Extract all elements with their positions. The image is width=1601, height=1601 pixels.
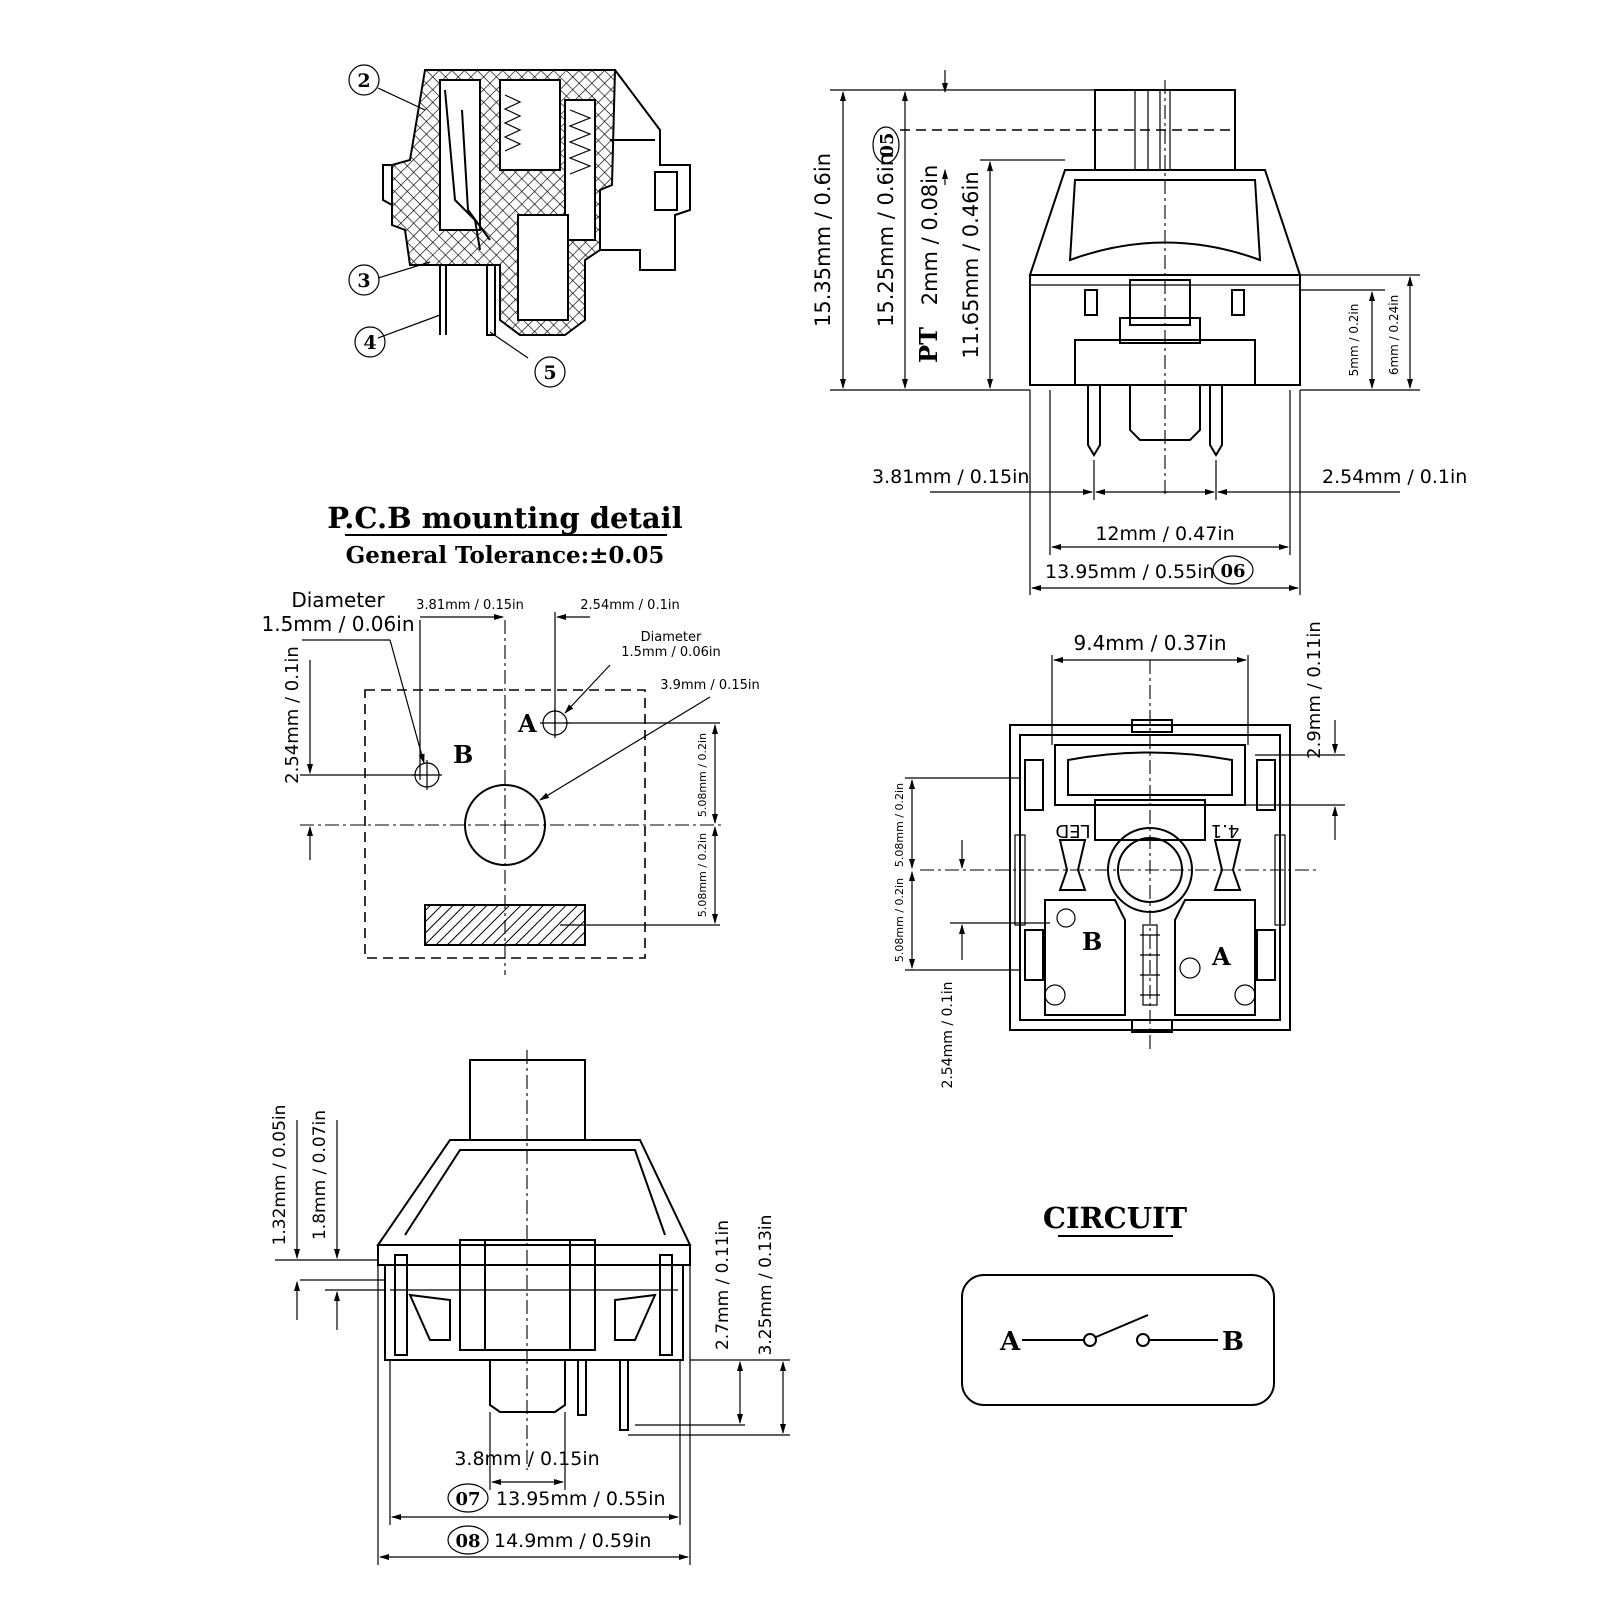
bottom-dim-2-54: 2.54mm / 0.1in	[940, 981, 956, 1088]
callout-05: 05	[872, 126, 900, 164]
svg-text:2: 2	[357, 70, 370, 92]
front-dim-2-7: 2.7mm / 0.11in	[713, 1220, 733, 1350]
dim-pt-prefix: PT	[914, 327, 943, 363]
callout-3: 3	[348, 264, 380, 296]
callout-4: 4	[354, 326, 386, 358]
svg-text:3: 3	[357, 270, 370, 292]
callout-5: 5	[534, 356, 566, 388]
svg-text:4: 4	[363, 332, 376, 354]
circuit-diagram: CIRCUIT A B	[961, 1201, 1275, 1406]
bottom-dim-9-4: 9.4mm / 0.37in	[1074, 631, 1227, 655]
dim-5mm: 5mm / 0.2in	[1347, 304, 1361, 377]
bottom-pin-b: B	[1082, 927, 1102, 956]
callout-06: 06	[1212, 555, 1254, 585]
pcb-dim-3-9: 3.9mm / 0.15in	[660, 678, 759, 693]
front-dim-13-95: 13.95mm / 0.55in	[496, 1488, 666, 1510]
svg-text:A: A	[517, 709, 537, 738]
pcb-title: P.C.B mounting detail	[327, 501, 682, 535]
callout-08: 08	[447, 1525, 489, 1555]
circuit-terminal-b: B	[1222, 1327, 1244, 1357]
bottom-dim-2-9: 2.9mm / 0.11in	[1304, 621, 1325, 759]
cross-section-view: 2 3 4 5	[348, 64, 691, 388]
pcb-diameter-label-2: Diameter	[641, 630, 702, 645]
bottom-mark-led: LED	[1055, 820, 1090, 841]
pcb-diameter-value-1: 1.5mm / 0.06in	[262, 612, 415, 636]
front-dim-14-9: 14.9mm / 0.59in	[494, 1530, 651, 1552]
pcb-led-slot	[424, 904, 586, 946]
callout-07: 07	[447, 1483, 489, 1513]
dim-15-35: 15.35mm / 0.6in	[811, 153, 835, 327]
bottom-pin-a: A	[1211, 942, 1231, 971]
svg-text:06: 06	[1220, 561, 1245, 582]
front-dim-1-8: 1.8mm / 0.07in	[310, 1110, 330, 1240]
front-dim-3-25: 3.25mm / 0.13in	[756, 1215, 776, 1356]
pcb-hole-a: A	[517, 708, 570, 738]
front-view: 1.32mm / 0.05in 1.8mm / 0.07in 2.7mm / 0…	[270, 1050, 790, 1565]
front-dim-3-8: 3.8mm / 0.15in	[454, 1448, 599, 1470]
svg-text:08: 08	[455, 1531, 480, 1552]
circuit-terminal-a: A	[999, 1327, 1021, 1357]
pcb-hole-b: B	[412, 740, 473, 790]
svg-text:07: 07	[455, 1489, 480, 1510]
pcb-dim-3-81: 3.81mm / 0.15in	[416, 598, 524, 613]
front-dim-1-32: 1.32mm / 0.05in	[270, 1105, 290, 1246]
dim-13-95: 13.95mm / 0.55in	[1045, 561, 1215, 583]
pcb-mounting-detail: P.C.B mounting detail General Tolerance:…	[262, 501, 760, 975]
svg-text:05: 05	[877, 132, 898, 157]
dim-6mm: 6mm / 0.24in	[1387, 295, 1401, 375]
svg-text:B: B	[453, 740, 473, 769]
pcb-dim-2-54-left: 2.54mm / 0.1in	[282, 646, 303, 784]
dim-12mm: 12mm / 0.47in	[1095, 523, 1234, 545]
bottom-dim-5-08-b: 5.08mm / 0.2in	[893, 878, 906, 962]
dim-2-54: 2.54mm / 0.1in	[1322, 466, 1467, 488]
pcb-diameter-value-2: 1.5mm / 0.06in	[621, 645, 720, 660]
dim-15-25: 15.25mm / 0.6in	[874, 153, 898, 327]
pcb-dim-2-54-top: 2.54mm / 0.1in	[580, 598, 679, 613]
pcb-tolerance: General Tolerance:±0.05	[346, 542, 665, 569]
pcb-dim-5-08-a: 5.08mm / 0.2in	[696, 733, 709, 817]
bottom-view: LED 4.1 B A 9.4mm / 0.37in 2.9mm / 0.11i…	[893, 621, 1345, 1089]
circuit-title: CIRCUIT	[1043, 1201, 1188, 1235]
svg-text:5: 5	[543, 362, 556, 384]
dim-11-65: 11.65mm / 0.46in	[959, 171, 983, 358]
dim-3-81: 3.81mm / 0.15in	[872, 466, 1029, 488]
pcb-diameter-label-1: Diameter	[291, 588, 385, 612]
pcb-dim-5-08-b: 5.08mm / 0.2in	[696, 833, 709, 917]
bottom-mark-right: 4.1	[1211, 820, 1240, 841]
side-view: 15.35mm / 0.6in 15.25mm / 0.6in 05 PT 2m…	[811, 70, 1467, 595]
dim-2mm: 2mm / 0.08in	[918, 165, 942, 306]
bottom-dim-5-08-a: 5.08mm / 0.2in	[893, 783, 906, 867]
callout-2: 2	[348, 64, 380, 96]
pcb-centre-hole	[464, 784, 546, 866]
